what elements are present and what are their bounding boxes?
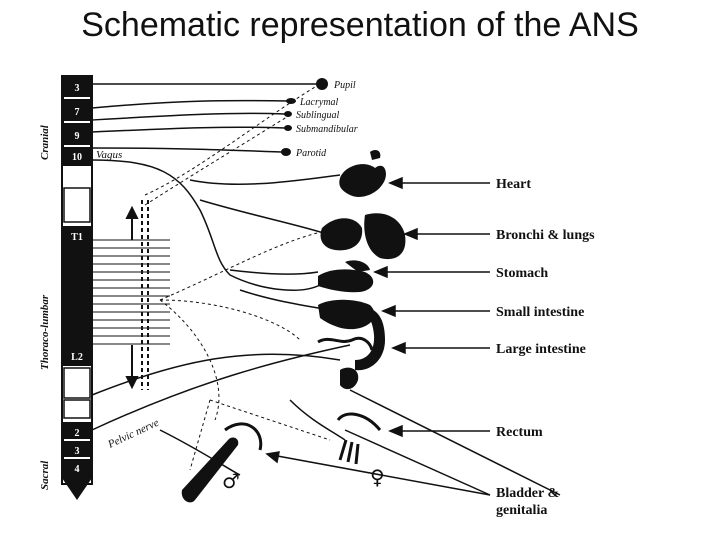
gland-label-sublingual: Sublingual <box>296 110 340 121</box>
gland-label-pupil: Pupil <box>333 80 356 91</box>
segment-label: 4 <box>75 464 80 475</box>
segment-label: T1 <box>71 232 83 243</box>
spine-gap <box>63 367 91 399</box>
organ-label-rectum: Rectum <box>496 425 543 440</box>
organ-label-small-intestine: Small intestine <box>496 305 584 320</box>
nerve-label-vagus: Vagus <box>96 149 122 161</box>
gland-label-lacrymal: Lacrymal <box>299 97 339 108</box>
sacral-segment-block <box>62 422 92 478</box>
rectum-organ <box>336 412 382 431</box>
spine-tip <box>62 478 92 500</box>
segment-label: 9 <box>75 131 80 142</box>
lungs-organ <box>364 213 406 260</box>
organ-label-bladder-genitalia: Bladder &genitalia <box>496 486 559 518</box>
organ-label-large-intestine: Large intestine <box>496 342 586 357</box>
female-symbol-icon: ♀ <box>370 465 385 489</box>
spine-gap <box>63 399 91 419</box>
large-intestine-organ <box>355 308 385 371</box>
spine-gap <box>63 187 91 223</box>
gland-label-parotid: Parotid <box>295 148 327 159</box>
segment-label: 3 <box>75 83 80 94</box>
segment-label: 3 <box>75 446 80 457</box>
vagus-nerve <box>91 159 321 291</box>
organ-label-heart: Heart <box>496 177 531 192</box>
page-title: Schematic representation of the ANS <box>81 6 639 44</box>
heart-organ <box>339 164 386 197</box>
segment-label: L2 <box>71 352 83 363</box>
segment-label: 2 <box>75 428 80 439</box>
organ-label-lungs: Bronchi & lungs <box>496 228 595 243</box>
region-label-sacral: Sacral <box>39 460 51 490</box>
male-symbol-icon: ♂ <box>222 469 240 493</box>
stomach-organ <box>318 269 374 293</box>
segment-label: 7 <box>75 107 80 118</box>
organ-label-stomach: Stomach <box>496 266 548 281</box>
thoracolumbar-segment-block <box>62 226 92 366</box>
small-intestine-organ <box>318 299 375 330</box>
region-label-thoracolumbar: Thoraco-lumbar <box>39 294 51 370</box>
bladder-organ <box>181 437 239 503</box>
gland-label-submandibular: Submandibular <box>296 124 358 135</box>
nerve-label-pelvic: Pelvic nerve <box>105 417 161 451</box>
segment-label: 10 <box>72 152 82 163</box>
pupil-gland-dot <box>316 78 328 90</box>
region-label-cranial: Cranial <box>39 124 51 160</box>
